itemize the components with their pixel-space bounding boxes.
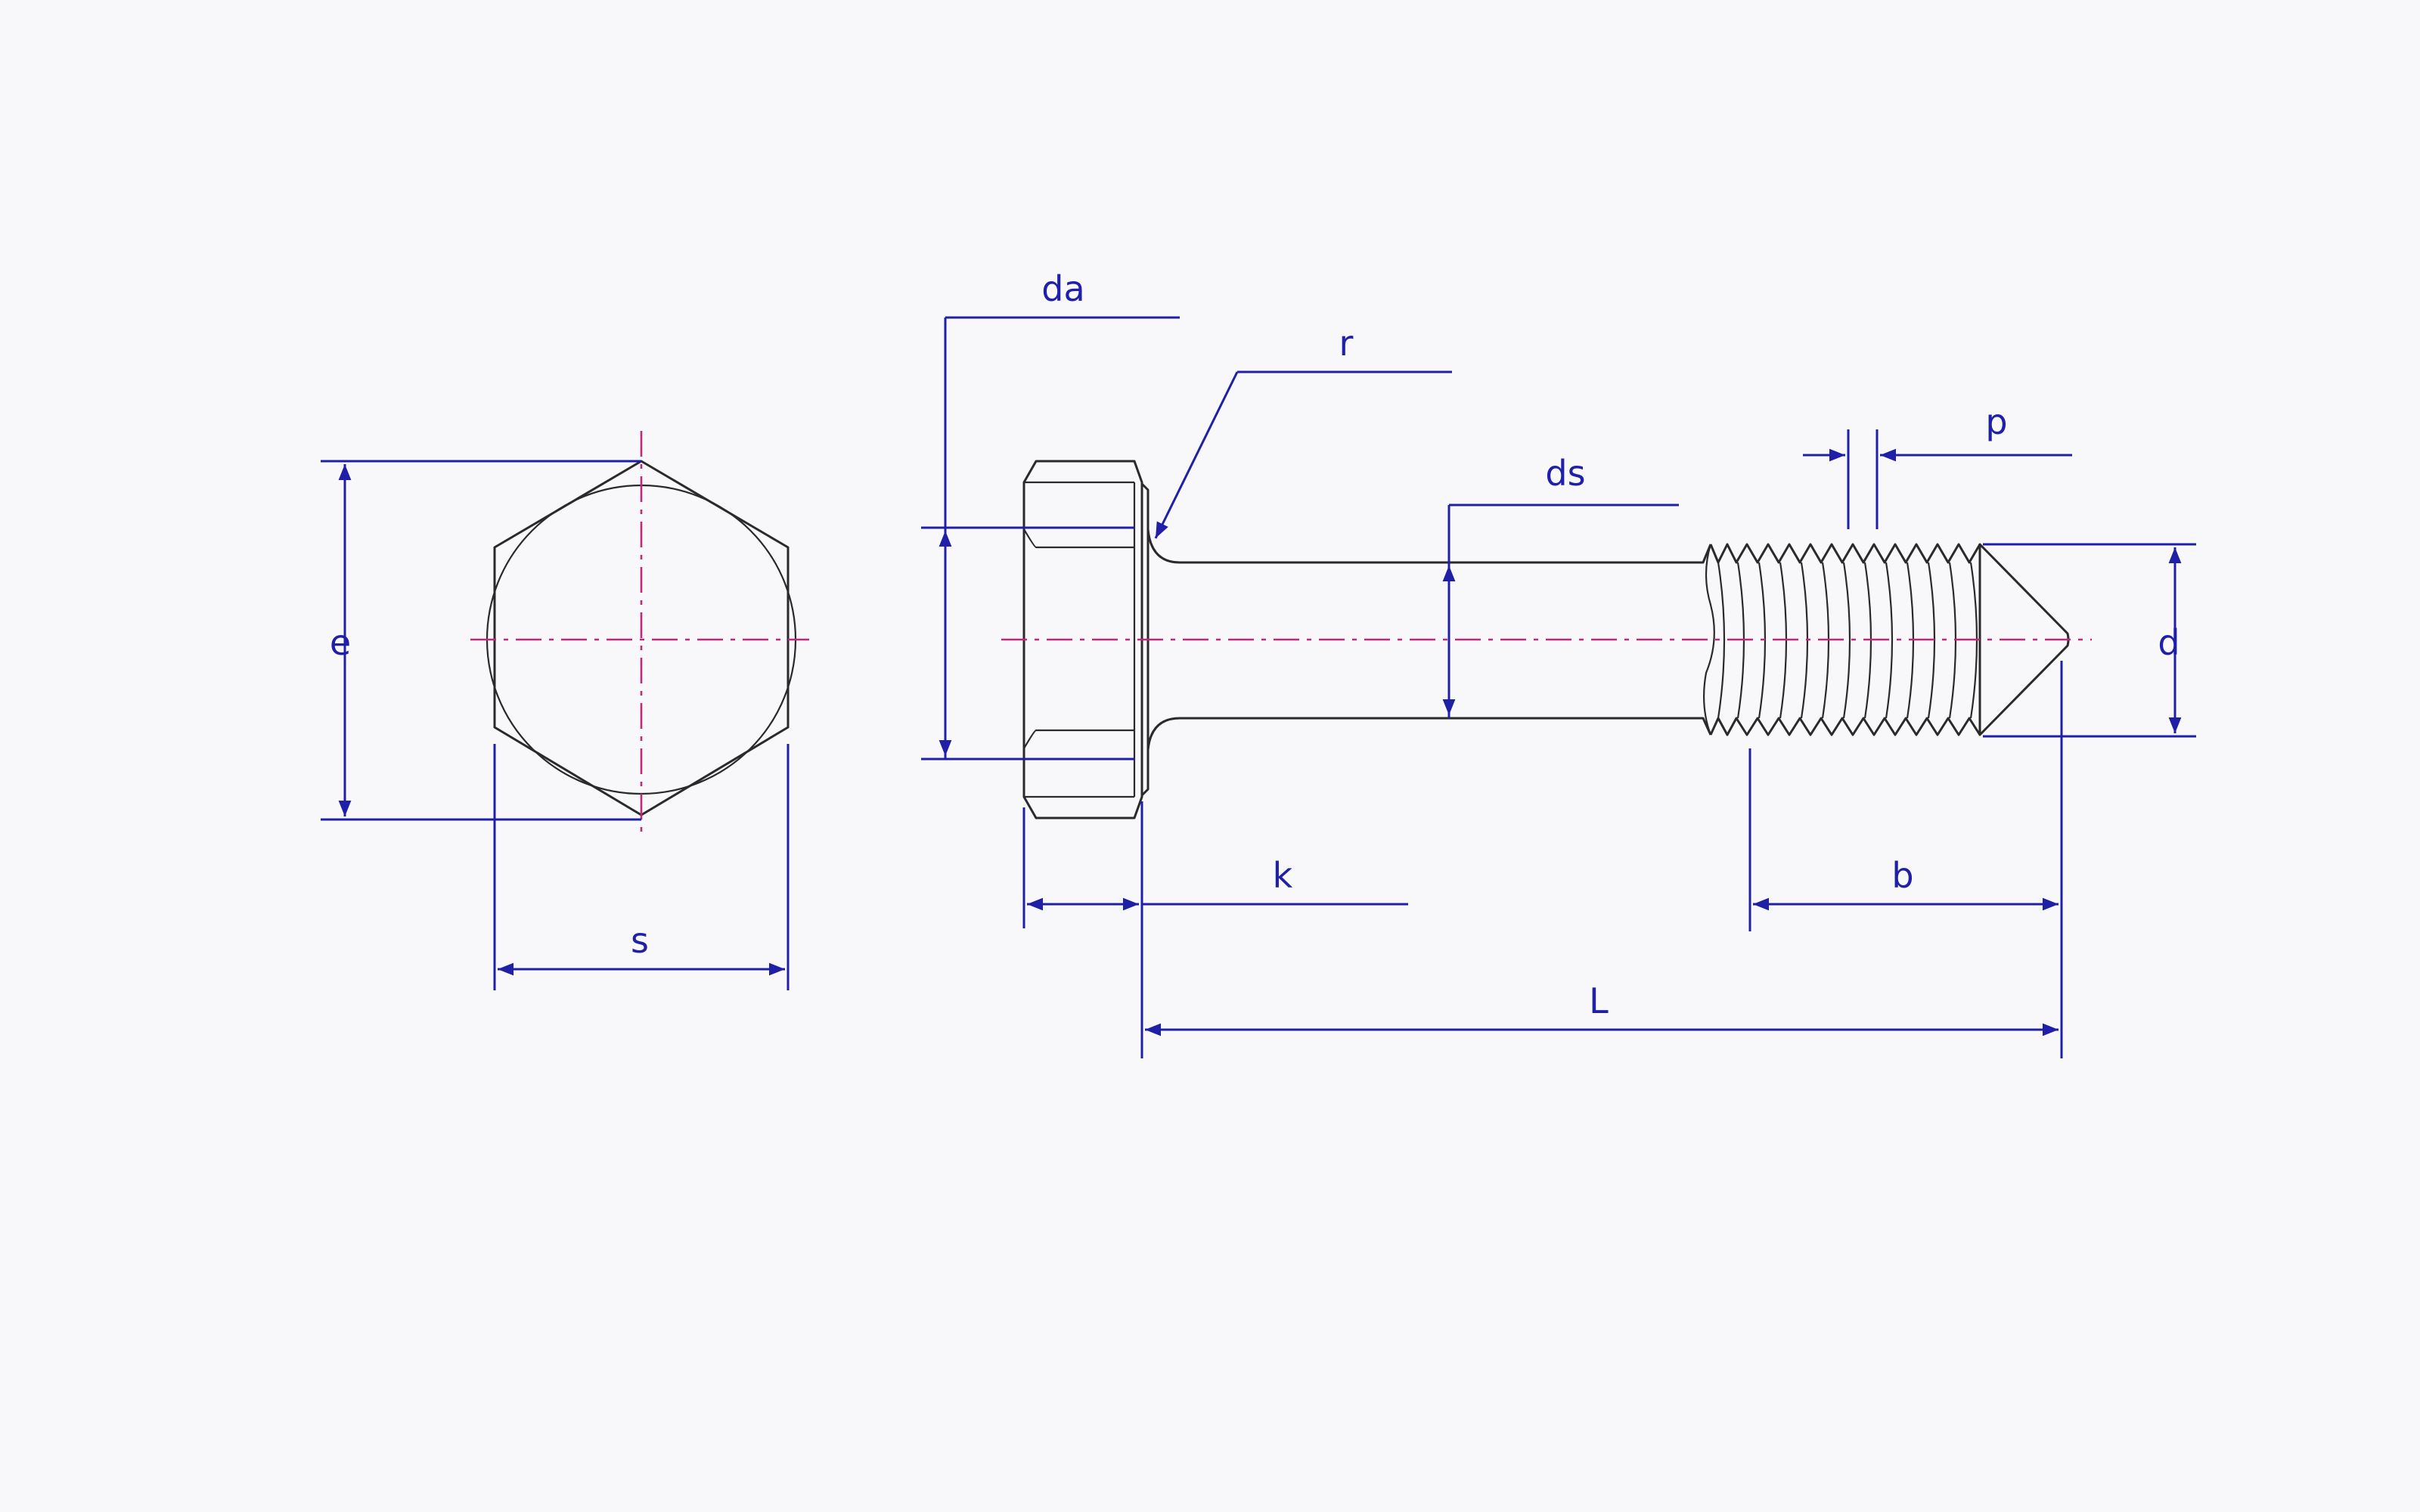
dimension-da: da (921, 268, 1180, 761)
dimension-L: L (1145, 981, 2059, 1036)
label-k: k (1273, 855, 1293, 896)
dimension-b: b (1748, 661, 2063, 1058)
thread-profile-top (1709, 543, 1981, 564)
label-b: b (1891, 855, 1913, 896)
label-s: s (631, 920, 649, 961)
label-ds: ds (1545, 453, 1585, 494)
label-L: L (1589, 981, 1609, 1021)
dimension-e: e (321, 460, 641, 821)
dimension-d: d (1983, 543, 2196, 738)
dimension-k: k (1022, 801, 1408, 1058)
head-flat-lower (1023, 729, 1134, 749)
label-e: e (330, 622, 351, 663)
bolt-head-outline (1022, 460, 1143, 820)
label-d: d (2158, 622, 2180, 663)
shank-outline (1146, 528, 1712, 751)
thread-crests (1717, 562, 1978, 719)
label-da: da (1041, 268, 1084, 309)
label-r: r (1339, 323, 1354, 364)
dimension-ds: ds (1442, 453, 1679, 718)
dimension-r: r (1154, 323, 1452, 539)
label-p: p (1985, 401, 2007, 442)
thread-profile-bottom (1709, 717, 1981, 736)
head-flat-upper (1023, 528, 1134, 549)
thread-start-wavy (1703, 544, 1715, 736)
dimension-s: s (493, 744, 790, 990)
dimension-p: p (1803, 401, 2072, 529)
